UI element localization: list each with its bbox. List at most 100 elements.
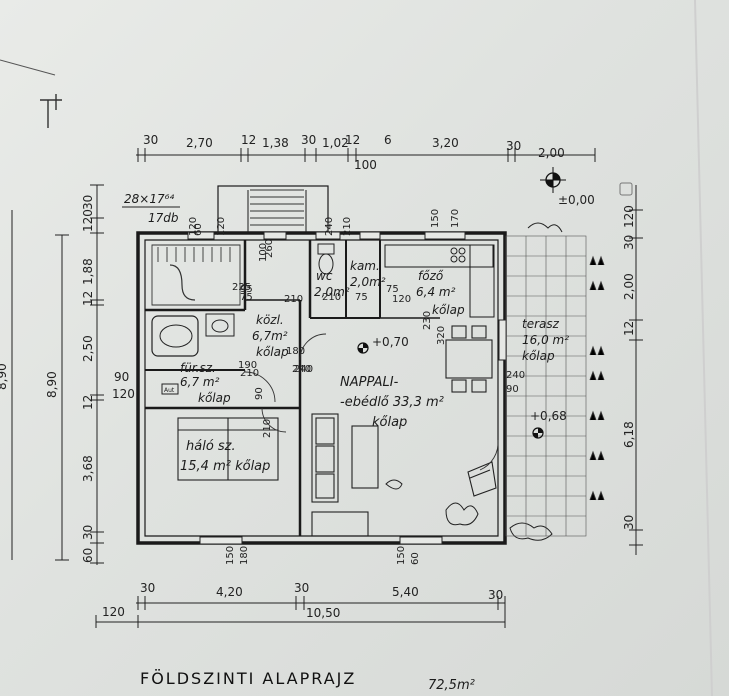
room-furdo-area: 6,7 m² (180, 375, 220, 389)
room-kam: kam. 2,0m² (350, 259, 386, 289)
drawing-title: FÖLDSZINTI ALAPRAJZ 72,5m² (140, 669, 475, 693)
level-zero-label: ±0,00 (558, 193, 595, 207)
room-wc-area: 2,0m² (314, 285, 350, 299)
toilet-icon (317, 243, 335, 275)
interior-dim-label: 320 (436, 326, 447, 345)
dim-bottom-3: 5,40 (392, 585, 419, 599)
door-swings (244, 333, 499, 471)
level-070-label: +0,70 (372, 335, 409, 349)
level-marker-068-icon (532, 427, 544, 439)
room-kozl-name: közl. (256, 313, 284, 327)
dim-left-3: 12 (81, 291, 95, 306)
corner-mark-icon (40, 94, 62, 128)
building-walls (136, 185, 507, 545)
bottom-dimension-labels: 30 4,20 30 5,40 30 120 10,50 (102, 581, 503, 620)
dim-top-1: 2,70 (186, 136, 213, 150)
dim-left-6: 3,68 (81, 455, 95, 482)
room-furdo-name: für.sz. (180, 361, 216, 375)
room-terasz: terasz 16,0 m² kőlap (522, 317, 569, 363)
dim-left-far: 8,90 (0, 363, 9, 390)
room-terasz-name: terasz (522, 317, 560, 331)
dim-left-0: 30 (81, 195, 95, 210)
interior-dim-label: 60 (410, 552, 421, 565)
interior-dim-label: 120 (188, 217, 199, 236)
room-fozo-name: főző (418, 269, 444, 283)
dim-right-1: 120 (622, 205, 636, 228)
dim-bottom-4: 30 (488, 588, 503, 602)
plant-icon (385, 222, 563, 541)
interior-dim-label: 240 (294, 364, 313, 375)
dim-top-7: 6 (384, 133, 392, 147)
right-dimension-labels: 30 120 2,00 12 6,18 30 (622, 205, 636, 530)
interior-dim-label: 150 (430, 209, 441, 228)
sink-icon (205, 313, 235, 337)
interior-dim-label: 225 (232, 282, 251, 293)
left-dimension-lines (11, 184, 104, 565)
dim-right-4: 6,18 (622, 421, 636, 448)
dim-top-3: 1,38 (262, 136, 289, 150)
interior-dim-label: 210 (262, 419, 273, 438)
top-dimension-labels: 30 2,70 12 1,38 30 1,02 12 6 3,20 30 2,0… (143, 133, 565, 172)
dim-top-sub: 100 (354, 158, 377, 172)
staircase (151, 189, 304, 306)
top-dimension-line (136, 148, 596, 162)
interior-dim-label: 240 (292, 364, 311, 375)
room-kam-area: 2,0m² (350, 275, 386, 289)
interior-dim-label: 210 (284, 294, 303, 305)
dim-right-2: 2,00 (622, 273, 636, 300)
dim-left-1: 120 (81, 209, 95, 232)
dim-right-3: 12 (622, 321, 636, 336)
dim-top-0: 30 (143, 133, 158, 147)
room-furdo: für.sz. 6,7 m² kőlap (180, 361, 231, 405)
room-kam-name: kam. (350, 259, 380, 273)
level-marker-070-icon (357, 342, 369, 354)
terrace-paving (505, 235, 587, 537)
dim-top-10: 2,00 (538, 146, 565, 160)
interior-dim-label: 150 (225, 546, 236, 565)
interior-dim-label: 90 (254, 387, 265, 400)
plan-title: FÖLDSZINTI ALAPRAJZ (140, 669, 356, 688)
interior-dim-label: 90 (506, 384, 519, 395)
sofa-icon (311, 413, 369, 537)
dim-bottom-0: 30 (140, 581, 155, 595)
dim-left-side-1: 120 (112, 387, 135, 401)
room-terasz-area: 16,0 m² (522, 333, 569, 347)
interior-dim-label: 210 (342, 217, 353, 236)
room-terasz-floor: kőlap (522, 349, 555, 363)
dim-left-total: 8,90 (45, 371, 59, 398)
interior-dim-label: 150 (396, 546, 407, 565)
interior-dim-label: 180 (286, 346, 305, 357)
right-dimension-lines (629, 185, 643, 555)
dim-bottom-outer-0: 120 (102, 605, 125, 619)
room-furdo-floor: kőlap (198, 391, 231, 405)
interior-dim-label: 240 (324, 217, 335, 236)
interior-dim-label: 120 (392, 294, 411, 305)
dim-top-8: 3,20 (432, 136, 459, 150)
room-nappali-area: -ebédlő 33,3 m² (340, 395, 444, 410)
dining-table-icon (445, 325, 493, 393)
dim-right-0: 30 (622, 235, 636, 250)
bottom-dimension-lines (95, 596, 506, 628)
room-halo: háló sz. 15,4 m² kőlap (180, 439, 270, 474)
interior-dim-label: 260 (264, 239, 275, 258)
dim-top-9: 30 (506, 139, 521, 153)
left-dimension-labels: 30 120 1,88 12 2,50 12 3,68 30 60 8,90 8… (0, 195, 135, 563)
windows (187, 231, 507, 545)
stove-icon (450, 247, 466, 263)
dim-left-8: 60 (81, 548, 95, 563)
dim-left-4: 2,50 (81, 335, 95, 362)
dim-top-4: 30 (301, 133, 316, 147)
interior-dim-label: 230 (422, 311, 433, 330)
dim-top-5: 1,02 (322, 136, 349, 150)
room-nappali: NAPPALI- -ebédlő 33,3 m² kőlap (340, 375, 444, 430)
interior-dim-label: 180 (239, 546, 250, 565)
interior-dim-label: 95 (240, 284, 253, 295)
interior-dim-label: 210 (322, 292, 341, 303)
room-halo-name: háló sz. (186, 439, 236, 454)
level-marker-icon (540, 167, 566, 193)
room-kozl: közl. 6,7m² kőlap (252, 313, 289, 359)
interior-dim-label: 210 (240, 368, 259, 379)
bed-icon (177, 417, 279, 481)
interior-dim-label: 100 (258, 243, 269, 262)
